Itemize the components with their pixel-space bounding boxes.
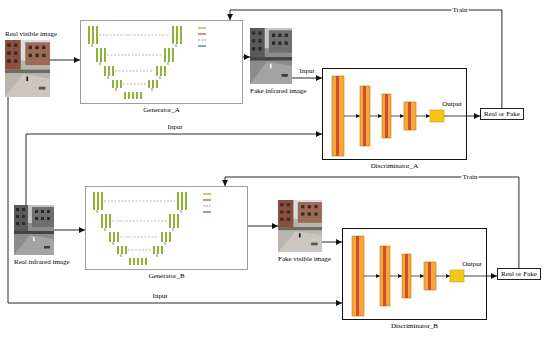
generator-box: Generator_A xyxy=(80,20,243,104)
connector xyxy=(322,242,342,243)
caption-label: Fake infrared image xyxy=(250,87,306,95)
generator-box: Generator_B xyxy=(85,186,248,270)
edge-label: Output xyxy=(461,260,482,268)
output-box: Real or Fake xyxy=(497,268,541,280)
edge-label: Train xyxy=(462,173,479,181)
infrared-photo xyxy=(14,205,54,255)
connector xyxy=(248,226,278,227)
discriminator-box: Discriminator_B xyxy=(342,228,487,320)
connector xyxy=(50,60,80,61)
caption-label: Generator_A xyxy=(143,106,180,114)
caption-label: Real infrared image xyxy=(14,258,70,266)
caption-label: Discriminator_A xyxy=(371,162,418,170)
caption-label: Discriminator_B xyxy=(391,322,438,330)
image-node: Fake visible image xyxy=(278,200,322,252)
unet-drawing xyxy=(93,192,211,265)
discriminator-box: Discriminator_A xyxy=(322,68,467,160)
connector xyxy=(230,10,502,108)
unet-drawing xyxy=(88,26,206,99)
caption-label: Real visible image xyxy=(5,30,57,38)
caption-label: Generator_B xyxy=(148,272,184,280)
edge-label: Input xyxy=(167,123,184,131)
connector xyxy=(26,134,322,205)
edge-label: Input xyxy=(152,292,169,300)
cnn-drawing xyxy=(332,76,467,156)
output-box: Real or Fake xyxy=(480,108,524,120)
visible-photo xyxy=(5,40,50,97)
edge-label: Train xyxy=(452,6,469,14)
connector xyxy=(243,57,250,58)
edge-label: Input xyxy=(299,67,316,75)
connector xyxy=(8,97,342,303)
caption-label: Fake visible image xyxy=(278,255,331,263)
visible-photo xyxy=(278,200,322,252)
box-text: Real or Fake xyxy=(501,270,537,278)
connector xyxy=(292,78,322,79)
box-text: Real or Fake xyxy=(484,110,520,118)
cnn-drawing xyxy=(352,236,487,316)
connector xyxy=(487,276,497,277)
connector xyxy=(225,177,519,268)
image-node: Real visible image xyxy=(5,40,50,97)
image-node: Fake infrared image xyxy=(250,28,292,84)
image-node: Real infrared image xyxy=(14,205,54,255)
edge-label: Output xyxy=(441,100,462,108)
connector xyxy=(54,230,85,231)
connector xyxy=(467,116,480,117)
infrared-photo xyxy=(250,28,292,84)
